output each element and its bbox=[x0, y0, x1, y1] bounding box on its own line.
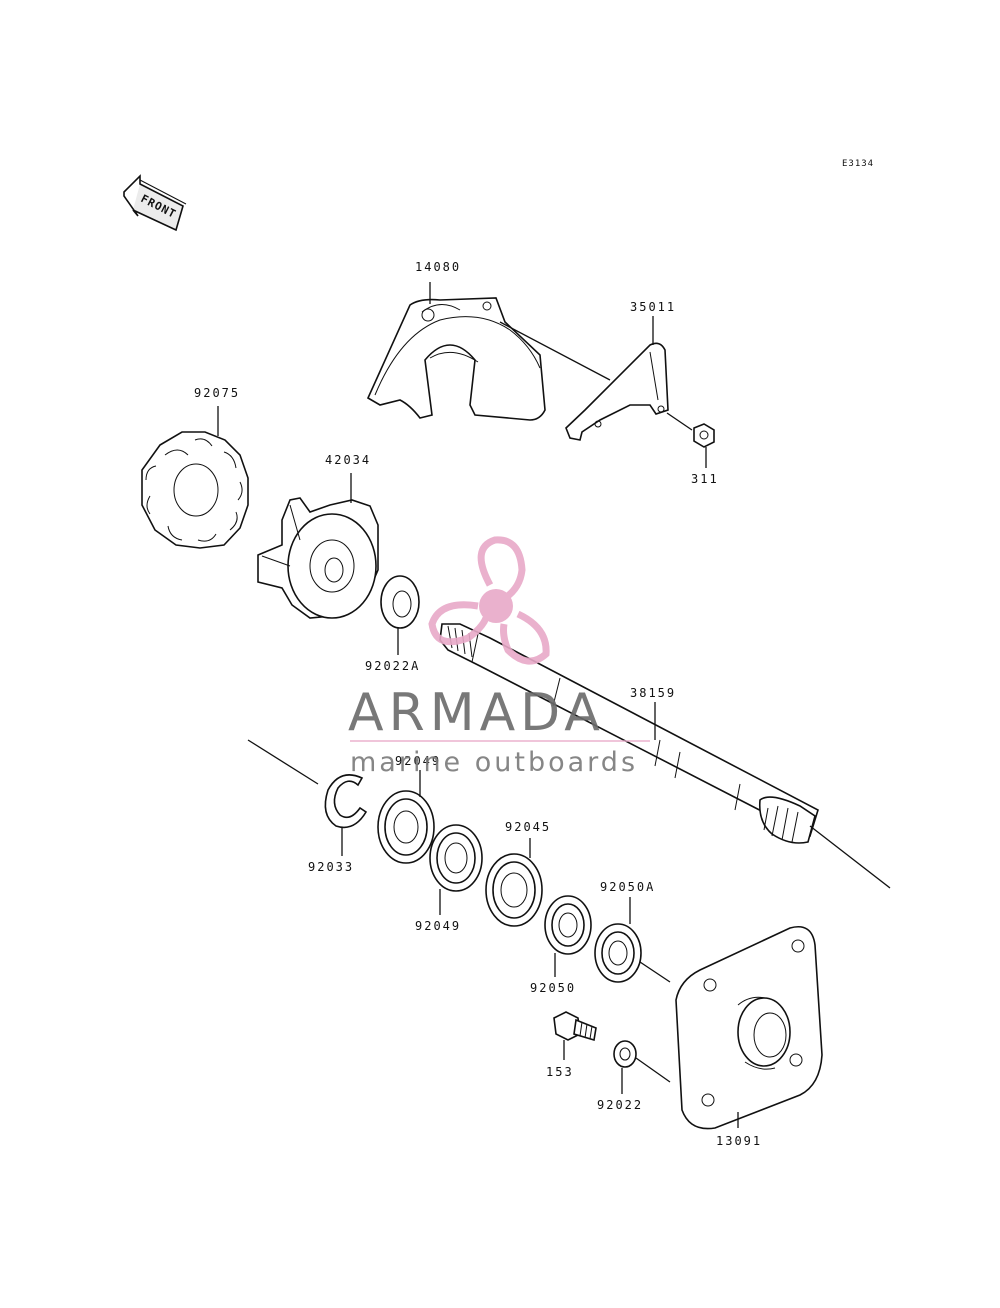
part-13091-housing bbox=[675, 926, 823, 1130]
label-92050A: 92050A bbox=[600, 880, 655, 894]
part-92045-bearing bbox=[485, 853, 543, 927]
label-38159: 38159 bbox=[630, 686, 676, 700]
propeller-hub-icon bbox=[479, 589, 513, 623]
label-92075: 92075 bbox=[194, 386, 240, 400]
part-42034-impeller bbox=[257, 497, 379, 619]
label-153: 153 bbox=[546, 1065, 574, 1079]
part-92022-washer bbox=[613, 1040, 637, 1068]
part-92050A-seal bbox=[594, 923, 642, 983]
diagram-code: E3134 bbox=[842, 159, 874, 169]
label-92033: 92033 bbox=[308, 860, 354, 874]
label-92022A: 92022A bbox=[365, 659, 420, 673]
part-92022A-washer bbox=[380, 575, 420, 629]
part-311-nut bbox=[693, 423, 715, 448]
watermark-subtitle: marine outboards bbox=[350, 747, 638, 778]
part-92049-bearing-b bbox=[429, 824, 483, 892]
part-92050-seal bbox=[544, 895, 592, 955]
label-42034: 42034 bbox=[325, 453, 371, 467]
label-92049-a: 92049 bbox=[395, 754, 441, 768]
part-14080-cover bbox=[366, 297, 546, 421]
part-35011-bracket bbox=[565, 342, 669, 441]
front-arrow-icon: FRONT bbox=[123, 174, 187, 232]
part-92049-bearing-a bbox=[377, 790, 435, 864]
part-92033-circlip bbox=[324, 774, 368, 829]
label-13091: 13091 bbox=[716, 1134, 762, 1148]
label-92022: 92022 bbox=[597, 1098, 643, 1112]
label-92045: 92045 bbox=[505, 820, 551, 834]
label-35011: 35011 bbox=[630, 300, 676, 314]
label-311: 311 bbox=[691, 472, 719, 486]
part-92075-coupling bbox=[141, 431, 249, 549]
watermark: ARMADA marine outboards bbox=[348, 536, 650, 778]
watermark-title: ARMADA bbox=[348, 683, 605, 743]
part-38159-shaft bbox=[439, 623, 819, 844]
label-14080: 14080 bbox=[415, 260, 461, 274]
label-92050: 92050 bbox=[530, 981, 576, 995]
part-153-bolt bbox=[553, 1011, 597, 1042]
propeller-logo-icon bbox=[428, 536, 550, 665]
label-92049-b: 92049 bbox=[415, 919, 461, 933]
